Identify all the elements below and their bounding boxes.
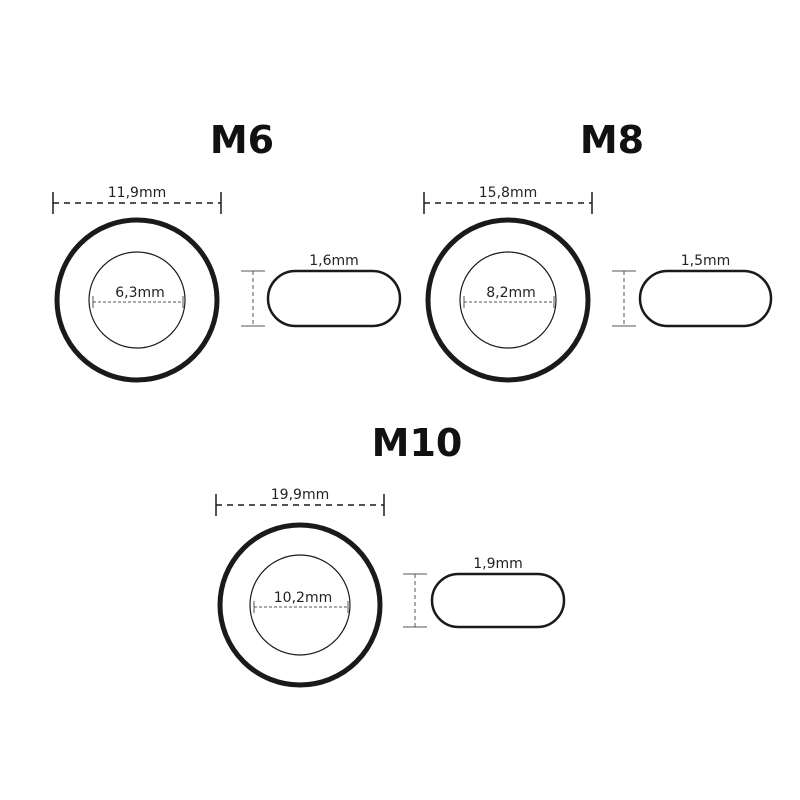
inner-hole-circle xyxy=(249,554,351,656)
thickness-label: 1,6mm xyxy=(309,253,359,269)
inner-diameter-label: 8,2mm xyxy=(486,285,536,301)
washer-side-profile xyxy=(430,572,566,629)
inner-hole-circle xyxy=(459,251,557,349)
washer-size-title: M6 xyxy=(210,118,274,162)
outer-circle xyxy=(425,217,591,383)
washer-size-title: M10 xyxy=(372,421,463,465)
outer-circle xyxy=(217,522,383,688)
outer-circle xyxy=(54,217,220,383)
washer-size-title: M8 xyxy=(580,118,644,162)
thickness-label: 1,5mm xyxy=(681,253,731,269)
inner-hole-circle xyxy=(88,251,186,349)
outer-diameter-label: 11,9mm xyxy=(108,185,166,201)
washer-m6: M6 11,9mm 6,3mm 1,6mm xyxy=(52,118,402,383)
inner-diameter-label: 10,2mm xyxy=(274,590,332,606)
thickness-label: 1,9mm xyxy=(473,556,523,572)
outer-diameter-label: 19,9mm xyxy=(271,487,329,503)
inner-diameter-label: 6,3mm xyxy=(115,285,165,301)
washer-m8: M8 15,8mm 8,2mm 1,5mm xyxy=(423,118,773,383)
washer-side-profile xyxy=(638,269,773,328)
washer-m10: M10 19,9mm 10,2mm 1,9mm xyxy=(215,421,566,688)
washer-side-profile xyxy=(266,269,402,328)
outer-diameter-label: 15,8mm xyxy=(479,185,537,201)
